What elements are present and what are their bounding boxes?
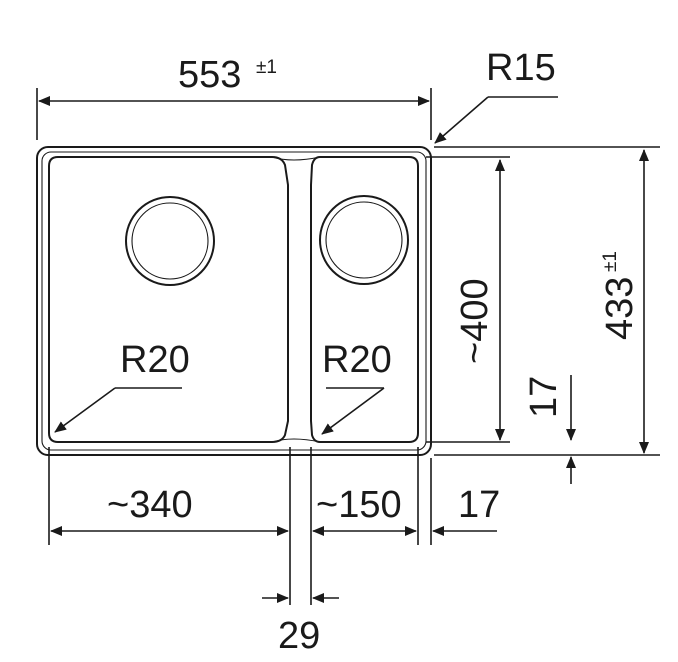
left-bowl-width-value: ~340 (107, 484, 193, 526)
overall-height-tolerance: ±1 (600, 251, 621, 272)
right-bowl (310, 156, 419, 443)
inner-height-value: ~400 (454, 278, 496, 364)
right-rim-value: 17 (458, 484, 500, 526)
right-bowl-radius-label: R20 (321, 339, 392, 435)
right-drain (319, 195, 409, 285)
divider-width-dimension: 29 (262, 593, 339, 657)
left-bowl-radius-label: R20 (54, 339, 190, 433)
outer-corner-radius-label: R15 (434, 47, 558, 144)
bowl-divider (271, 156, 321, 443)
bottom-extension-lines (48, 447, 432, 605)
overall-width-value: 553 (178, 54, 241, 96)
right-bowl-radius-value: R20 (322, 339, 392, 381)
overall-height-value: 433 (599, 277, 641, 340)
outer-corner-radius-value: R15 (486, 47, 556, 89)
right-bowl-width-dimension: ~150 (312, 484, 417, 536)
left-bowl-width-dimension: ~340 (50, 484, 289, 536)
left-bowl-radius-value: R20 (120, 339, 190, 381)
left-bowl (48, 156, 289, 443)
sink-outline (36, 146, 432, 456)
overall-height-dimension: 433 ±1 (434, 146, 660, 456)
right-rim-dimension: 17 (432, 484, 500, 536)
bottom-rim-dimension: 17 (523, 375, 576, 484)
divider-width-value: 29 (278, 615, 320, 657)
right-bowl-width-value: ~150 (316, 484, 402, 526)
left-drain (125, 196, 215, 286)
overall-width-dimension: 553 ±1 (36, 54, 432, 140)
bottom-rim-value: 17 (523, 376, 565, 418)
inner-height-dimension: ~400 (426, 156, 510, 443)
overall-width-tolerance: ±1 (256, 57, 277, 78)
